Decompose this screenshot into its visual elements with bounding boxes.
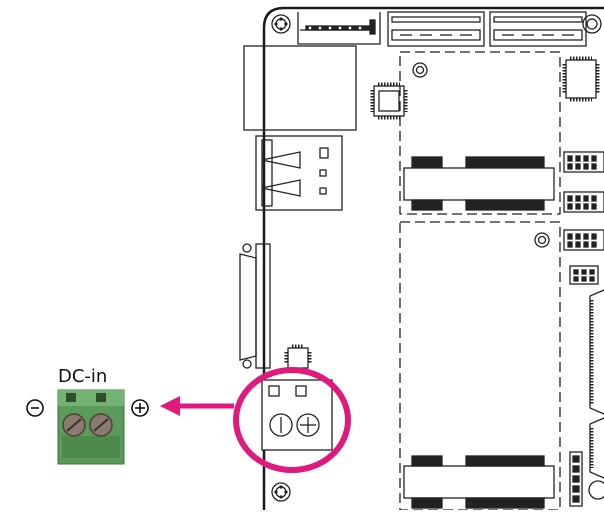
mounting-hole-top-right-icon — [582, 14, 602, 34]
dc-in-terminal-photo — [57, 389, 125, 465]
chip-small-top — [370, 82, 408, 120]
mini-pcie-region-bottom — [399, 221, 561, 511]
mounting-hole-bottom-left-icon — [271, 482, 291, 502]
board-outline — [262, 6, 604, 510]
mini-pcie-region-top — [399, 51, 561, 215]
chip-tiny — [284, 344, 312, 372]
d-sub-connector — [239, 243, 271, 369]
dc-in-board-connector — [261, 379, 333, 451]
pointer-arrow — [160, 396, 234, 416]
top-slot-connector-2 — [489, 11, 587, 47]
standoff-hole-bottom — [534, 232, 550, 248]
right-edge-connector — [589, 289, 604, 479]
right-pin-headers — [563, 151, 604, 285]
standoff-hole-top — [412, 62, 428, 78]
mounting-hole-top-left-icon — [271, 14, 291, 34]
positive-terminal-icon — [131, 399, 149, 417]
negative-terminal-icon — [26, 399, 44, 417]
right-small-header — [569, 451, 583, 507]
usb-port — [255, 135, 343, 211]
top-slot-connector-1 — [387, 11, 485, 47]
mini-pcie-slot-top — [403, 156, 555, 211]
chip-small-right — [562, 56, 600, 102]
top-pin-header — [297, 12, 381, 45]
mounting-hole-bottom-right-icon — [588, 480, 604, 500]
dc-in-label: DC-in — [58, 366, 108, 387]
mini-pcie-slot-bottom — [403, 455, 555, 509]
lan-port — [243, 45, 357, 131]
dc-in-highlight-circle — [233, 367, 351, 473]
